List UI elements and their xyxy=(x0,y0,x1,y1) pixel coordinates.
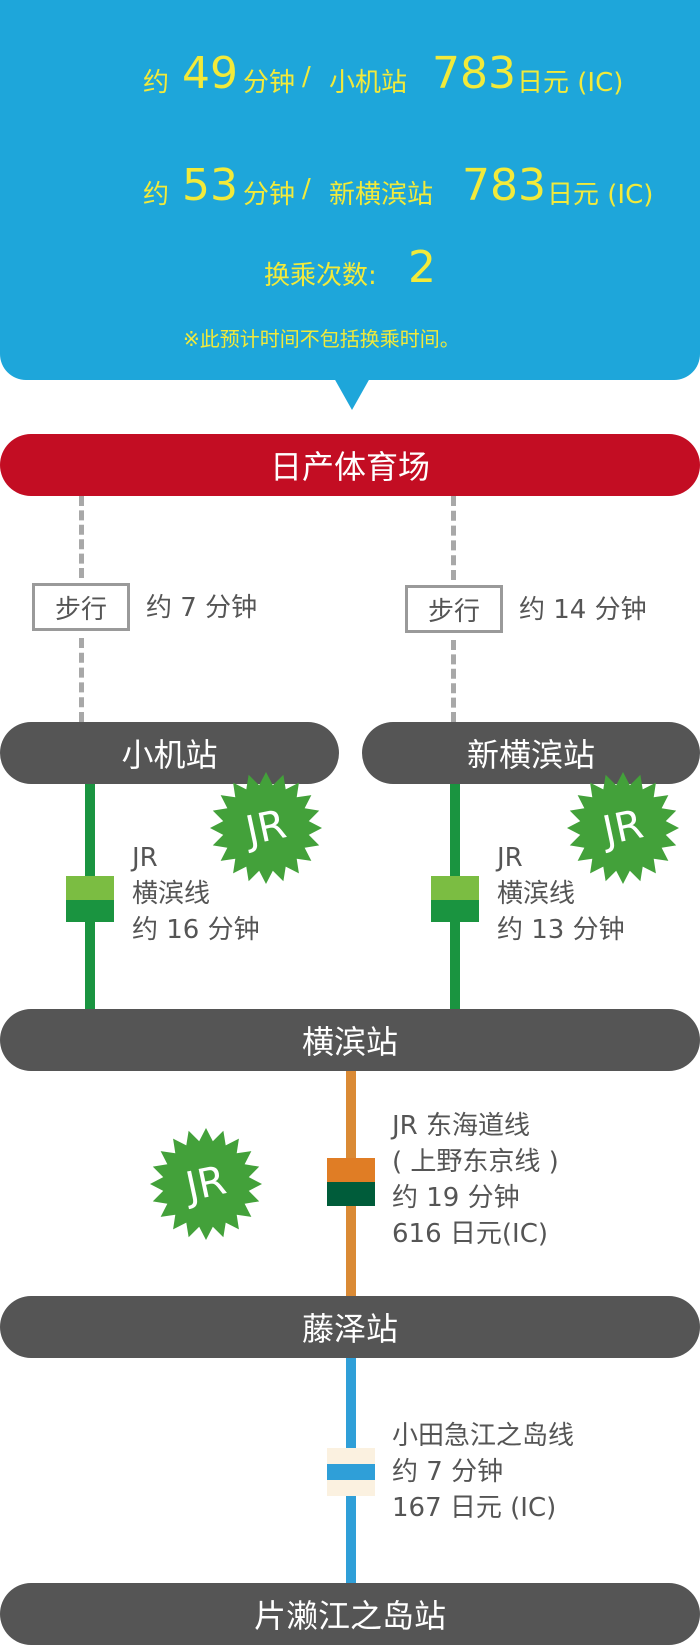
jr-badge-label: JR xyxy=(181,1157,231,1211)
odakyu-line-chip-middle xyxy=(327,1464,375,1480)
route2-approx: 约 xyxy=(143,180,170,210)
leg-left-line: 横滨线 xyxy=(132,879,211,909)
walk-left-badge: 步行 xyxy=(32,583,130,631)
yokohama-line-left-chip-bottom xyxy=(66,900,114,922)
transfers-value: 2 xyxy=(408,242,436,293)
walk-right-path-bottom xyxy=(451,640,456,722)
route1-fare-unit: 日元 (IC) xyxy=(517,68,624,98)
summary-note: ※此预计时间不包括换乘时间。 xyxy=(183,327,460,351)
walk-left-path-top xyxy=(79,496,84,578)
walk-right-time: 约 14 分钟 xyxy=(519,595,647,625)
yokohama-line-right-chip-top xyxy=(431,876,479,900)
origin-station-bar: 日产体育场 xyxy=(0,434,700,496)
route2-fare-unit: 日元 (IC) xyxy=(547,180,654,210)
transfers-label: 换乘次数: xyxy=(264,261,377,291)
station-fujisawa-bar: 藤泽站 xyxy=(0,1296,700,1358)
route2-fare: 783 xyxy=(462,160,546,211)
leg-right-operator: JR xyxy=(497,843,523,873)
station-yokohama-bar: 横滨站 xyxy=(0,1009,700,1071)
walk-right-path-top xyxy=(451,496,456,580)
leg-right-time: 约 13 分钟 xyxy=(497,915,625,945)
leg-left-operator: JR xyxy=(132,843,158,873)
leg-tokaido-time: 约 19 分钟 xyxy=(392,1183,520,1213)
leg-right-line: 横滨线 xyxy=(497,879,576,909)
yokohama-line-right-chip-bottom xyxy=(431,900,479,922)
route2-minutes-unit: 分钟 xyxy=(243,180,296,210)
summary-pointer xyxy=(334,378,370,410)
leg-tokaido-line: JR 东海道线 xyxy=(392,1111,530,1141)
jr-badge-icon: JR xyxy=(150,1128,262,1240)
route1-station: 小机站 xyxy=(329,68,408,98)
odakyu-line-chip-bottom xyxy=(327,1480,375,1496)
route1-minutes-unit: 分钟 xyxy=(243,68,296,98)
route1-fare: 783 xyxy=(432,48,516,99)
station-kozukue-bar: 小机站 xyxy=(0,722,339,784)
jr-badge-icon: JR xyxy=(567,772,679,884)
leg-odakyu-fare: 167 日元 (IC) xyxy=(392,1493,557,1523)
walk-left-time: 约 7 分钟 xyxy=(146,593,258,623)
route2-station: 新横滨站 xyxy=(329,180,434,210)
walk-left-path-bottom xyxy=(79,638,84,722)
jr-badge-label: JR xyxy=(598,801,648,855)
jr-badge-label: JR xyxy=(241,801,291,855)
route2-minutes: 53 xyxy=(182,160,238,211)
destination-station-bar: 片濑江之岛站 xyxy=(0,1583,700,1645)
route2-separator: / xyxy=(302,174,311,204)
walk-right-badge: 步行 xyxy=(405,585,503,633)
odakyu-line-chip-top xyxy=(327,1448,375,1464)
route1-approx: 约 xyxy=(143,68,170,98)
yokohama-line-left-chip-top xyxy=(66,876,114,900)
leg-tokaido-alias: ( 上野东京线 ) xyxy=(392,1147,559,1177)
leg-odakyu-time: 约 7 分钟 xyxy=(392,1457,504,1487)
jr-badge-icon: JR xyxy=(210,772,322,884)
leg-tokaido-fare: 616 日元(IC) xyxy=(392,1219,549,1249)
leg-left-time: 约 16 分钟 xyxy=(132,915,260,945)
tokaido-line-chip-top xyxy=(327,1158,375,1182)
leg-odakyu-line: 小田急江之岛线 xyxy=(392,1421,575,1451)
tokaido-line-chip-bottom xyxy=(327,1182,375,1206)
summary-panel xyxy=(0,0,700,380)
route1-separator: / xyxy=(302,62,311,92)
route1-minutes: 49 xyxy=(182,48,238,99)
station-shinyokohama-bar: 新横滨站 xyxy=(362,722,700,784)
